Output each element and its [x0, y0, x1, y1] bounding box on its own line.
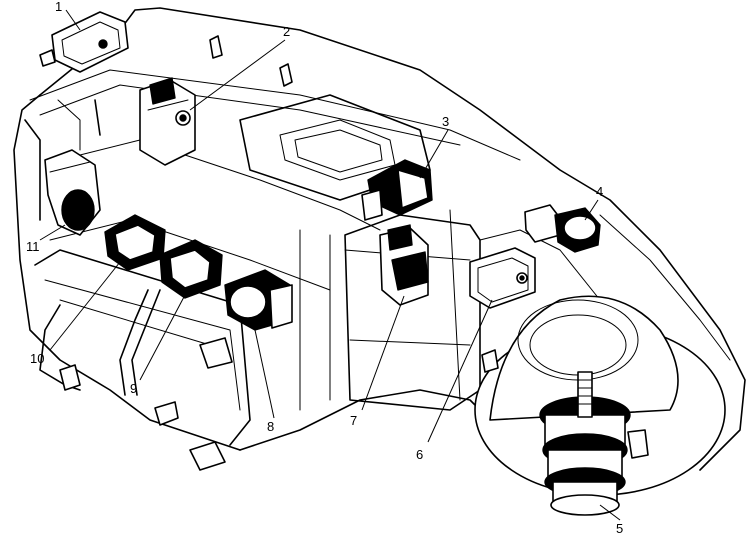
callout-7: 7	[350, 413, 358, 428]
callout-4: 4	[596, 184, 604, 199]
blower-assembly	[474, 295, 726, 516]
actuator-8	[224, 269, 293, 331]
callout-11: 11	[26, 239, 40, 254]
actuator-9	[159, 239, 223, 299]
actuator-11	[44, 149, 101, 236]
actuator-2	[139, 77, 196, 166]
callout-1: 1	[55, 0, 63, 14]
callout-5: 5	[616, 521, 624, 536]
actuator-1	[39, 11, 129, 73]
actuator-10	[104, 214, 166, 271]
callout-10: 10	[30, 351, 45, 366]
callout-2: 2	[283, 24, 291, 39]
actuator-6	[469, 247, 536, 309]
callout-9: 9	[130, 381, 138, 396]
actuator-4	[524, 204, 601, 253]
callout-8: 8	[267, 419, 275, 434]
callout-3: 3	[442, 114, 450, 129]
leader-lines	[39, 9, 621, 521]
callout-6: 6	[416, 447, 424, 462]
actuator-3	[361, 159, 433, 221]
actuator-7	[379, 224, 429, 306]
